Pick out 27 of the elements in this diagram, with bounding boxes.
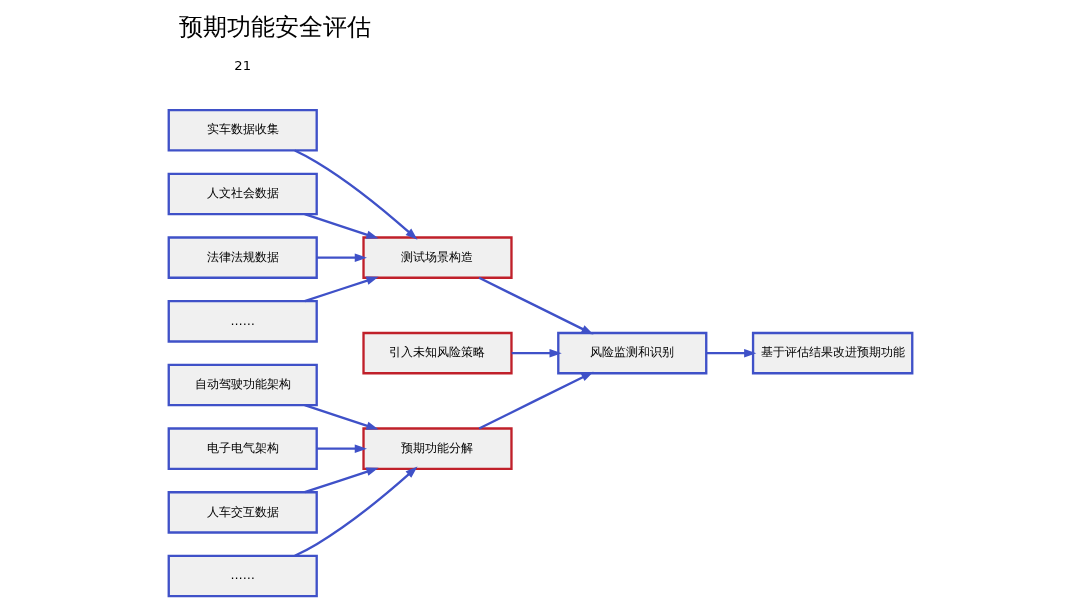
arrow <box>303 404 379 430</box>
node-box: 预期功能分解 <box>361 427 513 470</box>
node-box: 人车交互数据 <box>167 491 318 534</box>
arrow <box>303 213 379 239</box>
arrow <box>303 276 379 303</box>
node-box: 引入未知风险策略 <box>361 331 513 375</box>
node-box: 基于评估结果改进预期功能 <box>751 331 913 375</box>
node-box: 风险监测和识别 <box>556 331 707 375</box>
arrow <box>705 348 756 358</box>
label: 21 <box>233 58 251 74</box>
node-box: 测试场景构造 <box>361 236 513 279</box>
arrow <box>303 467 379 494</box>
diagram-title: 预期功能安全评估 <box>178 12 371 42</box>
arrow <box>293 466 418 557</box>
node-box: …… <box>167 300 318 343</box>
node-box: 法律法规数据 <box>167 236 318 279</box>
node-box: 实车数据收集 <box>167 109 318 152</box>
arrow <box>293 149 418 240</box>
node-box: 电子电气架构 <box>167 427 318 470</box>
arrow <box>478 371 594 430</box>
arrow <box>316 444 367 453</box>
node-box: …… <box>167 554 318 598</box>
arrow <box>511 348 562 358</box>
node-box: 自动驾驶功能架构 <box>167 363 318 407</box>
arrow <box>316 253 367 262</box>
node-box: 人文社会数据 <box>167 172 318 216</box>
arrow <box>478 276 594 335</box>
